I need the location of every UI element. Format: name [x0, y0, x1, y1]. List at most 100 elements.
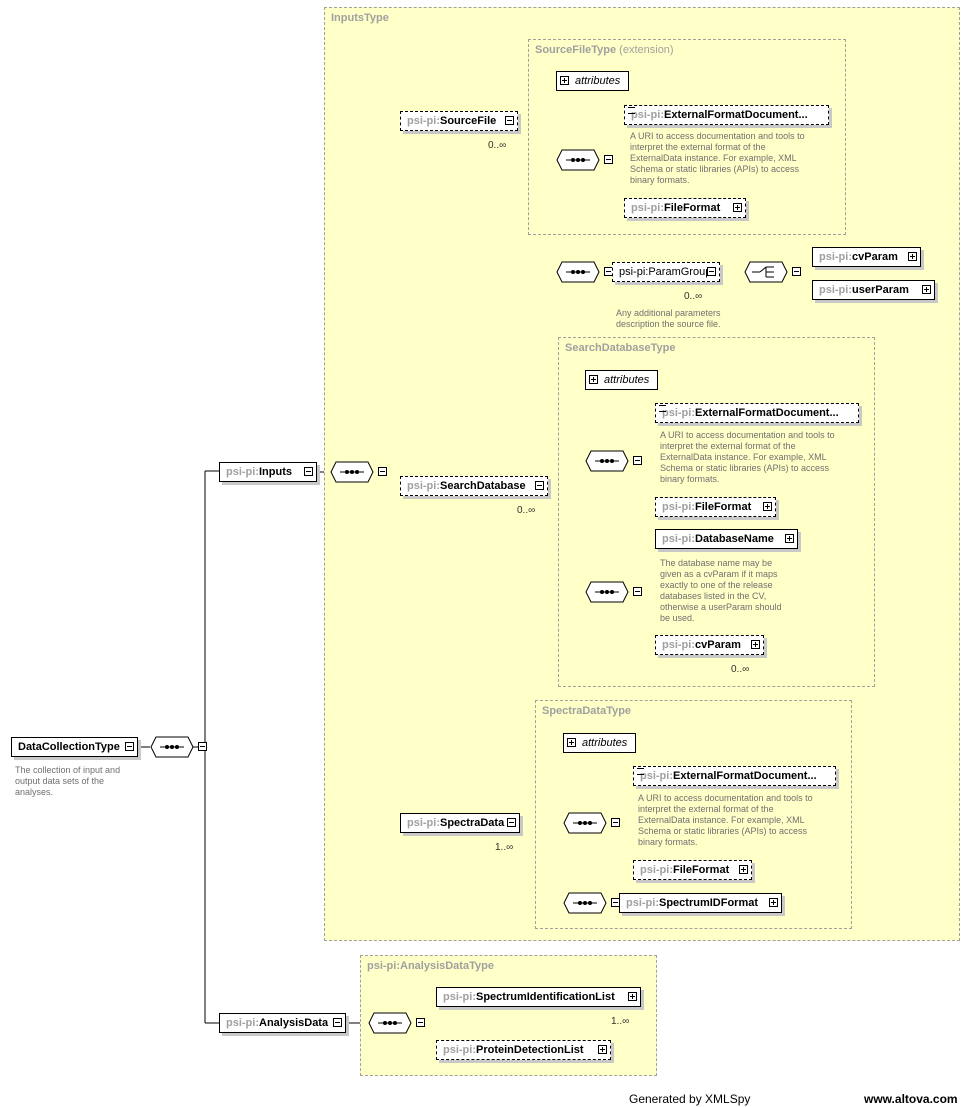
user-param-element[interactable]: psi-pi:userParam [812, 280, 935, 300]
database-name-doc-text: The database name may be given as a cvPa… [660, 558, 782, 624]
doc-line: ExternalData instance. For example, XML [660, 452, 827, 462]
external-format-documentation-element[interactable]: psi-pi:ExternalFormatDocument... [624, 105, 829, 125]
sequence-icon [585, 450, 629, 472]
element-name: ExternalFormatDocument... [664, 109, 808, 121]
namespace-prefix: psi-pi: [626, 897, 659, 909]
collapse-icon[interactable] [198, 742, 207, 751]
expand-icon[interactable] [739, 865, 748, 874]
sequence-compositor[interactable] [368, 1012, 425, 1034]
choice-compositor[interactable] [744, 261, 801, 283]
analysis-data-element[interactable]: psi-pi:AnalysisData [219, 1013, 346, 1033]
collapse-icon[interactable] [792, 267, 801, 276]
doc-line: binary formats. [660, 474, 720, 484]
doc-line: interpret the external format of the [630, 142, 766, 152]
collapse-icon[interactable] [535, 481, 544, 490]
file-format-element[interactable]: psi-pi:FileFormat [655, 497, 776, 517]
element-name: ParamGroup [648, 266, 712, 278]
element-name: ExternalFormatDocument... [695, 407, 839, 419]
source-file-attributes[interactable]: attributes [556, 71, 629, 91]
param-group-element[interactable]: psi-pi:ParamGroup [612, 262, 720, 282]
element-name: SearchDatabase [440, 480, 526, 492]
collapse-icon[interactable] [304, 467, 313, 476]
sequence-icon [368, 1012, 412, 1034]
collapse-icon[interactable] [416, 1018, 425, 1027]
file-format-element[interactable]: psi-pi:FileFormat [624, 198, 746, 218]
search-database-attributes[interactable]: attributes [585, 370, 658, 390]
expand-icon[interactable] [628, 992, 637, 1001]
collapse-icon[interactable] [507, 818, 516, 827]
file-format-element[interactable]: psi-pi:FileFormat [633, 860, 752, 880]
doc-line: databases listed in the CV, [660, 591, 767, 601]
search-database-element[interactable]: psi-pi:SearchDatabase [400, 476, 548, 496]
namespace-prefix: psi-pi: [640, 770, 673, 782]
cv-param-cardinality: 0..∞ [731, 664, 750, 675]
collapse-icon[interactable] [633, 587, 642, 596]
collapse-icon[interactable] [611, 818, 620, 827]
expand-icon[interactable] [763, 502, 772, 511]
node-name: DataCollectionType [18, 741, 120, 753]
doc-line: A URI to access documentation and tools … [638, 793, 813, 803]
sequence-compositor[interactable] [585, 450, 642, 472]
collapse-icon[interactable] [604, 155, 613, 164]
collapse-icon[interactable] [505, 116, 514, 125]
expand-icon[interactable] [785, 534, 794, 543]
namespace-prefix: psi-pi: [619, 266, 649, 278]
collapse-icon[interactable] [707, 267, 716, 276]
param-group-cardinality: 0..∞ [684, 291, 703, 302]
namespace-prefix: psi-pi: [631, 202, 664, 214]
cv-param-element[interactable]: psi-pi:cvParam [812, 247, 921, 267]
spectra-data-attributes[interactable]: attributes [563, 733, 636, 753]
namespace-prefix: psi-pi: [640, 864, 673, 876]
namespace-prefix: psi-pi: [407, 115, 440, 127]
altova-link[interactable]: www.altova.com [864, 1092, 958, 1106]
sequence-compositor[interactable] [563, 892, 620, 914]
region-label: SpectraDataType [542, 705, 632, 717]
param-group-doc-text: Any additional parameters description th… [616, 308, 721, 330]
sequence-compositor[interactable] [563, 812, 620, 834]
expand-icon[interactable] [598, 1045, 607, 1054]
namespace-prefix: psi-pi: [662, 501, 695, 513]
protein-detection-list-element[interactable]: psi-pi:ProteinDetectionList [436, 1040, 611, 1060]
sequence-icon [330, 461, 374, 483]
expand-icon[interactable] [560, 76, 569, 85]
cv-param-element[interactable]: psi-pi:cvParam [655, 635, 764, 655]
expand-icon[interactable] [908, 252, 917, 261]
collapse-icon[interactable] [378, 467, 387, 476]
expand-icon[interactable] [589, 375, 598, 384]
external-format-documentation-element[interactable]: psi-pi:ExternalFormatDocument... [655, 403, 859, 423]
external-format-documentation-element[interactable]: psi-pi:ExternalFormatDocument... [633, 766, 836, 786]
namespace-prefix: psi-pi: [631, 109, 664, 121]
expand-icon[interactable] [922, 285, 931, 294]
spectrum-id-format-element[interactable]: psi-pi:SpectrumIDFormat [619, 893, 782, 913]
element-name: cvParam [695, 639, 741, 651]
region-extension: (extension) [619, 44, 674, 56]
collapse-icon[interactable] [125, 742, 134, 751]
doc-line: ExternalData instance. For example, XML [638, 815, 805, 825]
element-name: Inputs [259, 466, 292, 478]
element-name: ExternalFormatDocument... [673, 770, 817, 782]
sequence-compositor[interactable] [556, 261, 613, 283]
expand-icon[interactable] [751, 640, 760, 649]
doc-line: A URI to access documentation and tools … [660, 430, 835, 440]
source-file-type-region: SourceFileType (extension) [528, 39, 846, 235]
spectrum-identification-list-element[interactable]: psi-pi:SpectrumIdentificationList [436, 987, 641, 1007]
sequence-compositor[interactable] [556, 149, 613, 171]
namespace-prefix: psi-pi: [819, 284, 852, 296]
element-name: FileFormat [673, 864, 730, 876]
collapse-icon[interactable] [333, 1018, 342, 1027]
data-collection-type-node[interactable]: DataCollectionType [11, 737, 138, 757]
spectra-data-element[interactable]: psi-pi:SpectraData [400, 813, 520, 833]
expand-icon[interactable] [567, 738, 576, 747]
inputs-element[interactable]: psi-pi:Inputs [219, 462, 317, 482]
sequence-compositor[interactable] [150, 736, 207, 758]
expand-icon[interactable] [769, 898, 778, 907]
sequence-compositor[interactable] [585, 581, 642, 603]
source-file-element[interactable]: psi-pi:SourceFile [400, 111, 518, 131]
sequence-compositor[interactable] [330, 461, 387, 483]
expand-icon[interactable] [733, 203, 742, 212]
spectra-data-type-region: SpectraDataType [535, 700, 852, 929]
doc-line: description the source file. [616, 319, 721, 329]
collapse-icon[interactable] [633, 456, 642, 465]
database-name-element[interactable]: psi-pi:DatabaseName [655, 529, 798, 549]
sequence-icon [563, 812, 607, 834]
